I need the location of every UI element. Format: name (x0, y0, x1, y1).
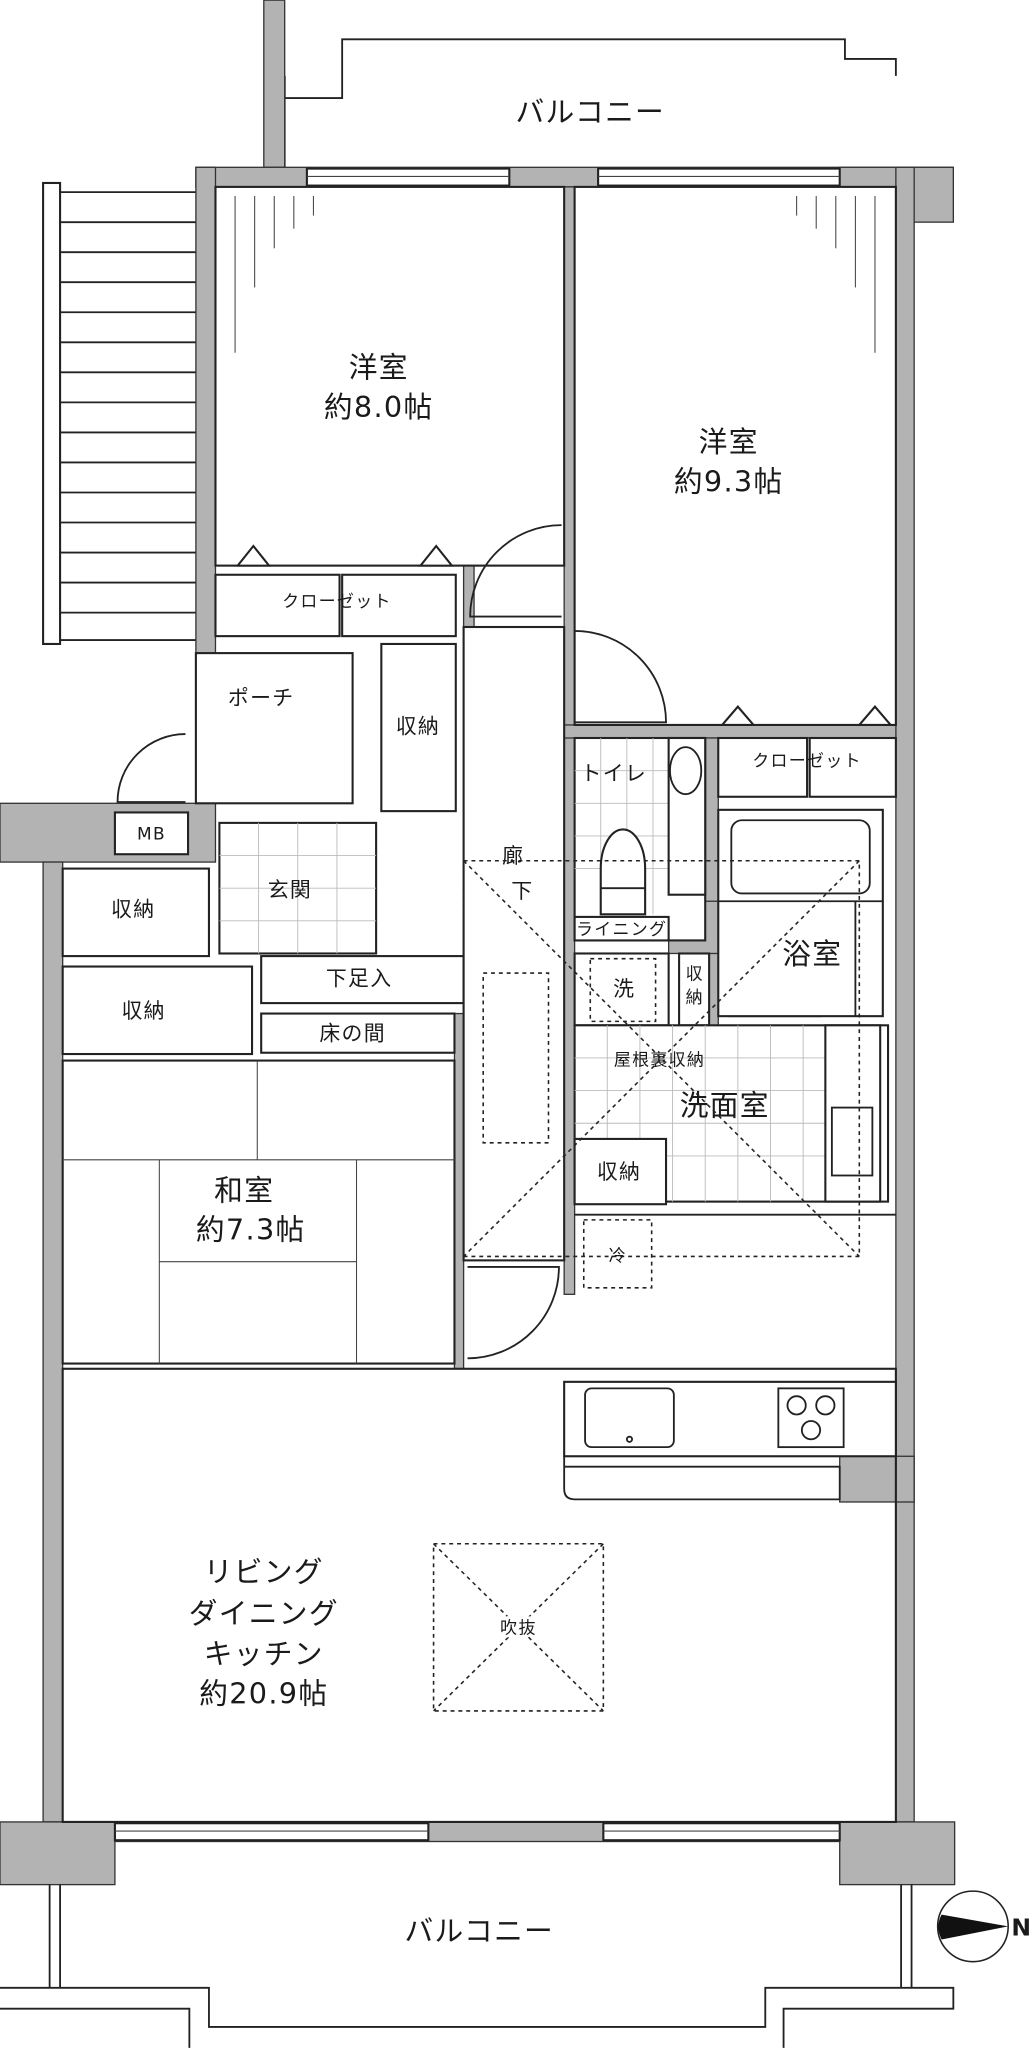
fridge-label: 冷 (609, 1246, 627, 1266)
meter-box (113, 811, 190, 856)
lining-label: ライニング (576, 920, 667, 940)
attic-storage-outline (462, 859, 861, 1258)
closet-1 (214, 544, 457, 638)
tokonoma-label: 床の間 (319, 1021, 386, 1045)
storage-left-2-label: 収納 (121, 999, 165, 1023)
storage-wash (573, 1137, 668, 1206)
bathroom (717, 808, 884, 1018)
atrium-outline (432, 1542, 605, 1712)
tokonoma (260, 1012, 456, 1054)
ldk-label-1: リビング (204, 1555, 324, 1589)
western-room-2 (573, 185, 897, 726)
sink (584, 1387, 675, 1449)
washroom-label: 洗面室 (680, 1089, 770, 1123)
storage-small-label-2: 納 (686, 988, 704, 1008)
balcony-top-area (263, 0, 897, 168)
balcony-top-label: バルコニー (516, 95, 666, 129)
western-room-2-size: 約9.3帖 (674, 464, 784, 498)
western-room-1-size: 約8.0帖 (324, 390, 434, 424)
closet-2 (717, 705, 897, 798)
japanese-room (61, 1059, 456, 1365)
atrium-label: 吹抜 (500, 1619, 537, 1639)
ldk-label-2: ダイニング (189, 1597, 339, 1631)
hallway (462, 625, 566, 1262)
toilet-room (573, 736, 707, 942)
entrance (218, 821, 378, 955)
attic-storage-label: 屋根裏収納 (614, 1050, 705, 1071)
exterior-stairs (42, 181, 196, 646)
balcony-bottom-label: バルコニー (404, 1914, 554, 1948)
storage-wash-label: 収納 (597, 1160, 641, 1184)
entrance-label: 玄関 (268, 878, 312, 902)
porch (194, 652, 354, 805)
bathroom-label: 浴室 (782, 937, 842, 971)
western-room-1 (214, 185, 566, 567)
kitchen-counter (563, 1380, 897, 1501)
north-compass-icon (936, 1890, 1009, 1963)
porch-label: ポーチ (228, 686, 295, 710)
closet-1-label: クローゼット (282, 592, 392, 612)
western-room-2-name: 洋室 (699, 425, 759, 459)
meter-box-label: MB (137, 825, 166, 845)
japanese-room-size: 約7.3帖 (196, 1213, 306, 1247)
washer-outline (589, 957, 657, 1023)
storage-small-label-1: 収 (686, 964, 704, 984)
ldk-room (61, 1367, 897, 1823)
curtain-marks (234, 196, 876, 353)
japanese-room-name: 和室 (214, 1173, 274, 1207)
ldk-label-3: キッチン (204, 1637, 324, 1671)
fridge-space (582, 1219, 653, 1289)
storage-porch-label: 収納 (396, 715, 440, 739)
western-room-1-name: 洋室 (349, 351, 409, 385)
storage-left-1 (61, 867, 210, 958)
shoe-cabinet (260, 955, 465, 1005)
storage-porch (380, 642, 457, 813)
storage-left-1-label: 収納 (111, 897, 155, 921)
toilet-label: トイレ (581, 762, 648, 786)
hallway-label-1: 廊 (502, 844, 524, 868)
closet-2-label: クローゼット (752, 752, 862, 772)
hallway-label-2: 下 (511, 879, 533, 903)
attic-ladder (482, 972, 550, 1144)
balcony-bottom-area (0, 1884, 955, 2048)
stove (777, 1387, 845, 1449)
compass-label: N (1011, 1914, 1031, 1942)
storage-left-2 (61, 965, 254, 1056)
storage-small (678, 952, 711, 1027)
shoe-cabinet-label: 下足入 (326, 967, 393, 991)
ldk-size: 約20.9帖 (199, 1676, 328, 1710)
windows (113, 167, 841, 1842)
washer-label: 洗 (613, 977, 635, 1001)
